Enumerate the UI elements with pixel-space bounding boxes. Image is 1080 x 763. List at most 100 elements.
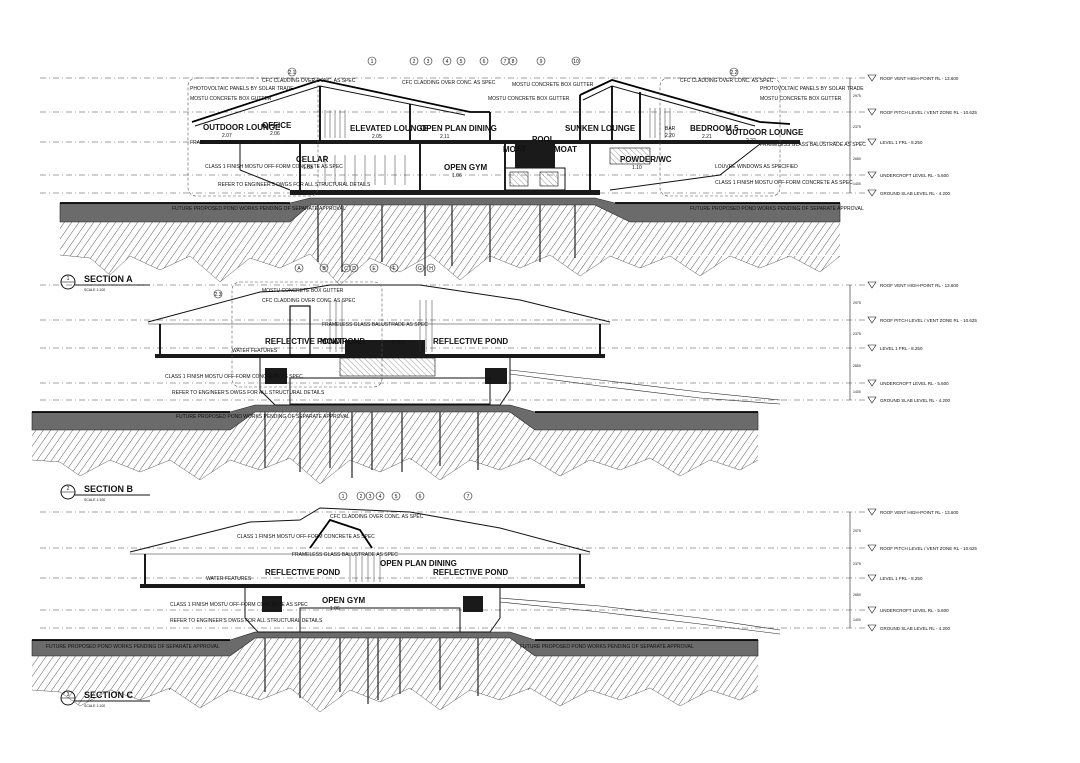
c-note-cfc-cladding: CFC CLADDING OVER CONC. AS SPEC: [330, 514, 424, 520]
note-future-pond-right: FUTURE PROPOSED POND WORKS PENDING OF SE…: [690, 206, 864, 212]
section-b-piles: [264, 412, 479, 478]
b-level-roof-vent-label: ROOF VENT HIGH-POINT RL - 13.600: [880, 283, 959, 288]
section-b-scale: SCALE 1:100: [84, 498, 105, 502]
grid-bubble-a3: 3: [427, 59, 430, 65]
room-cellar: CELLAR: [296, 155, 329, 164]
c-level-undercroft-label: UNDERCROFT LEVEL RL - 5.600: [880, 608, 949, 613]
c-room-reflective-pond-left: REFLECTIVE POND: [265, 568, 340, 577]
note-cfc-cladding-left: CFC CLADDING OVER CONC. AS SPEC: [262, 78, 356, 84]
section-b-level-lines: [40, 284, 865, 401]
b-grid-bubble-a: A: [297, 266, 301, 272]
section-a-title: SECTION A: [84, 274, 133, 284]
note-box-gutter-centre: MOSTU CONCRETE BOX GUTTER: [488, 96, 570, 102]
note-box-gutter-left: MOSTU CONCRETE BOX GUTTER: [190, 96, 272, 102]
b-note-future-pond: FUTURE PROPOSED POND WORKS PENDING OF SE…: [176, 414, 350, 420]
c-room-open-gym-code: 1.06: [330, 606, 340, 612]
room-bar-code: 2.20: [665, 133, 675, 139]
section-c-scale: SCALE 1:100: [84, 704, 105, 708]
section-b-grid-bubbles: A B C D E F G H 2.3: [213, 263, 436, 299]
grid-bubble-a2: 2: [413, 59, 416, 65]
b-room-moat: MOAT: [320, 337, 343, 346]
room-open-gym-code: 1.06: [452, 173, 462, 179]
b-room-reflective-pond-right: REFLECTIVE POND: [433, 337, 508, 346]
grid-bubble-a1: 1: [371, 59, 374, 65]
section-a-building: [187, 77, 800, 197]
note-photovoltaic-right: PHOTOVOLTAIC PANELS BY SOLAR TRADE: [760, 86, 864, 92]
c-level-roof-pitch-label: ROOF PITCH LEVEL / VENT ZONE RL - 10.625: [880, 546, 977, 551]
note-future-pond-left: FUTURE PROPOSED POND WORKS PENDING OF SE…: [172, 206, 346, 212]
c-note-class1-concrete: CLASS 1 FINISH MOSTU OFF-FORM CONCRETE A…: [170, 602, 308, 608]
note-louvre-windows: LOUVRE WINDOWS AS SPECIFIED: [715, 164, 798, 170]
note-cfc-cladding-right: CFC CLADDING OVER CONC. AS SPEC: [680, 78, 774, 84]
room-office: OFFICE: [262, 121, 292, 130]
section-b-ground: [31, 404, 759, 485]
note-frameless-glass-right: FRAMELESS GLASS BALUSTRADE AS SPEC: [760, 142, 866, 148]
section-b-number: 2: [67, 486, 70, 492]
b-note-class1-concrete: CLASS 1 FINISH MOSTU OFF-FORM CONCRETE A…: [165, 374, 303, 380]
level-roof-pitch-label: ROOF PITCH LEVEL / VENT ZONE RL - 10.625: [880, 110, 977, 115]
detail-callout-a1: 2.1: [289, 70, 296, 76]
b-grid-bubble-c: C: [344, 266, 348, 272]
b-grid-bubble-d: D: [352, 266, 356, 272]
c-level-dim-4: 1400: [853, 618, 861, 622]
note-class1-concrete-right: CLASS 1 FINISH MOSTU OFF-FORM CONCRETE A…: [715, 180, 853, 186]
section-c-level-lines: [40, 511, 865, 629]
section-c-grid-bubbles: 1 2 3 4 5 6 7: [338, 491, 473, 501]
grid-bubble-a5: 5: [460, 59, 463, 65]
b-grid-bubble-h: H: [429, 266, 433, 272]
c-note-future-pond-left: FUTURE PROPOSED POND WORKS PENDING OF SE…: [46, 644, 220, 650]
c-level-1-label: LEVEL 1 FRL - 8.250: [880, 576, 923, 581]
room-moat-left: MOAT: [503, 145, 526, 154]
c-room-reflective-pond-right: REFLECTIVE POND: [433, 568, 508, 577]
level-dim-1: 2975: [853, 94, 861, 98]
b-level-roof-pitch-label: ROOF PITCH LEVEL / VENT ZONE RL - 10.625: [880, 318, 977, 323]
section-a-grid-bubbles: 1 2 3 4 5 6 7 8 9 10 2.1 2.2: [287, 56, 739, 77]
c-level-ground-slab-label: GROUND SLAB LEVEL RL - 4.200: [880, 626, 950, 631]
b-level-undercroft-label: UNDERCROFT LEVEL RL - 5.600: [880, 381, 949, 386]
room-elevated-lounge-code: 2.05: [372, 134, 382, 140]
grid-bubble-a8: 8: [512, 59, 515, 65]
section-b-room-labels: REFLECTIVE POND MOAT POND POOL REFLECTIV…: [265, 337, 508, 346]
c-note-water-features: WATER FEATURES: [206, 576, 252, 582]
grid-bubble-a4: 4: [446, 59, 449, 65]
section-a-piles: [317, 205, 576, 276]
section-c-title-block: 3 SECTION C SCALE 1:100: [60, 690, 150, 708]
b-detail-callout: 2.3: [215, 292, 222, 298]
section-a-ground: [59, 197, 841, 286]
level-1-label: LEVEL 1 FRL - 8.250: [880, 140, 923, 145]
section-b-notes: MOSTU CONCRETE BOX GUTTER CFC CLADDING O…: [165, 288, 428, 420]
c-level-dim-3: 2650: [853, 593, 861, 597]
note-box-gutter-right-2: MOSTU CONCRETE BOX GUTTER: [760, 96, 842, 102]
c-level-dim-2: 2375: [853, 562, 861, 566]
level-ground-slab-label: GROUND SLAB LEVEL RL - 4.200: [880, 191, 950, 196]
c-grid-bubble-2: 2: [360, 494, 363, 500]
grid-bubble-a6: 6: [483, 59, 486, 65]
note-box-gutter-right: MOSTU CONCRETE BOX GUTTER: [512, 82, 594, 88]
c-note-future-pond-right: FUTURE PROPOSED POND WORKS PENDING OF SE…: [520, 644, 694, 650]
grid-bubble-a9: 9: [540, 59, 543, 65]
section-a-drawing: ROOF VENT HIGH-POINT RL - 13.600 ROOF PI…: [40, 56, 977, 292]
level-undercroft-label: UNDERCROFT LEVEL RL - 5.600: [880, 173, 949, 178]
b-note-box-gutter: MOSTU CONCRETE BOX GUTTER: [262, 288, 344, 294]
room-open-plan-dining-code: 2.11: [440, 134, 450, 140]
section-b-level-markers: ROOF VENT HIGH-POINT RL - 13.600 ROOF PI…: [849, 281, 977, 404]
c-grid-bubble-5: 5: [395, 494, 398, 500]
c-level-roof-vent-label: ROOF VENT HIGH-POINT RL - 13.600: [880, 510, 959, 515]
room-pool: POOL: [532, 135, 555, 144]
section-c-notes: CFC CLADDING OVER CONC. AS SPEC CLASS 1 …: [46, 514, 694, 650]
c-level-dim-1: 2975: [853, 529, 861, 533]
level-roof-vent-label: ROOF VENT HIGH-POINT RL - 13.600: [880, 76, 959, 81]
b-room-pool: POOL: [392, 340, 406, 346]
room-moat-right: MOAT: [554, 145, 577, 154]
section-c-title: SECTION C: [84, 690, 134, 700]
b-level-ground-slab-label: GROUND SLAB LEVEL RL - 4.200: [880, 398, 950, 403]
c-grid-bubble-4: 4: [379, 494, 382, 500]
room-elevated-lounge: ELEVATED LOUNGE: [350, 124, 429, 133]
section-c-room-labels: REFLECTIVE POND OPEN PLAN DINING REFLECT…: [265, 559, 508, 612]
b-level-dim-1: 2975: [853, 301, 861, 305]
section-c-number: 3: [67, 692, 70, 698]
note-refer-engineer: REFER TO ENGINEER'S DWGS FOR ALL STRUCTU…: [218, 182, 371, 188]
room-bar: BAR: [665, 126, 676, 132]
level-dim-3: 2650: [853, 157, 861, 161]
section-c-building: [129, 507, 781, 635]
